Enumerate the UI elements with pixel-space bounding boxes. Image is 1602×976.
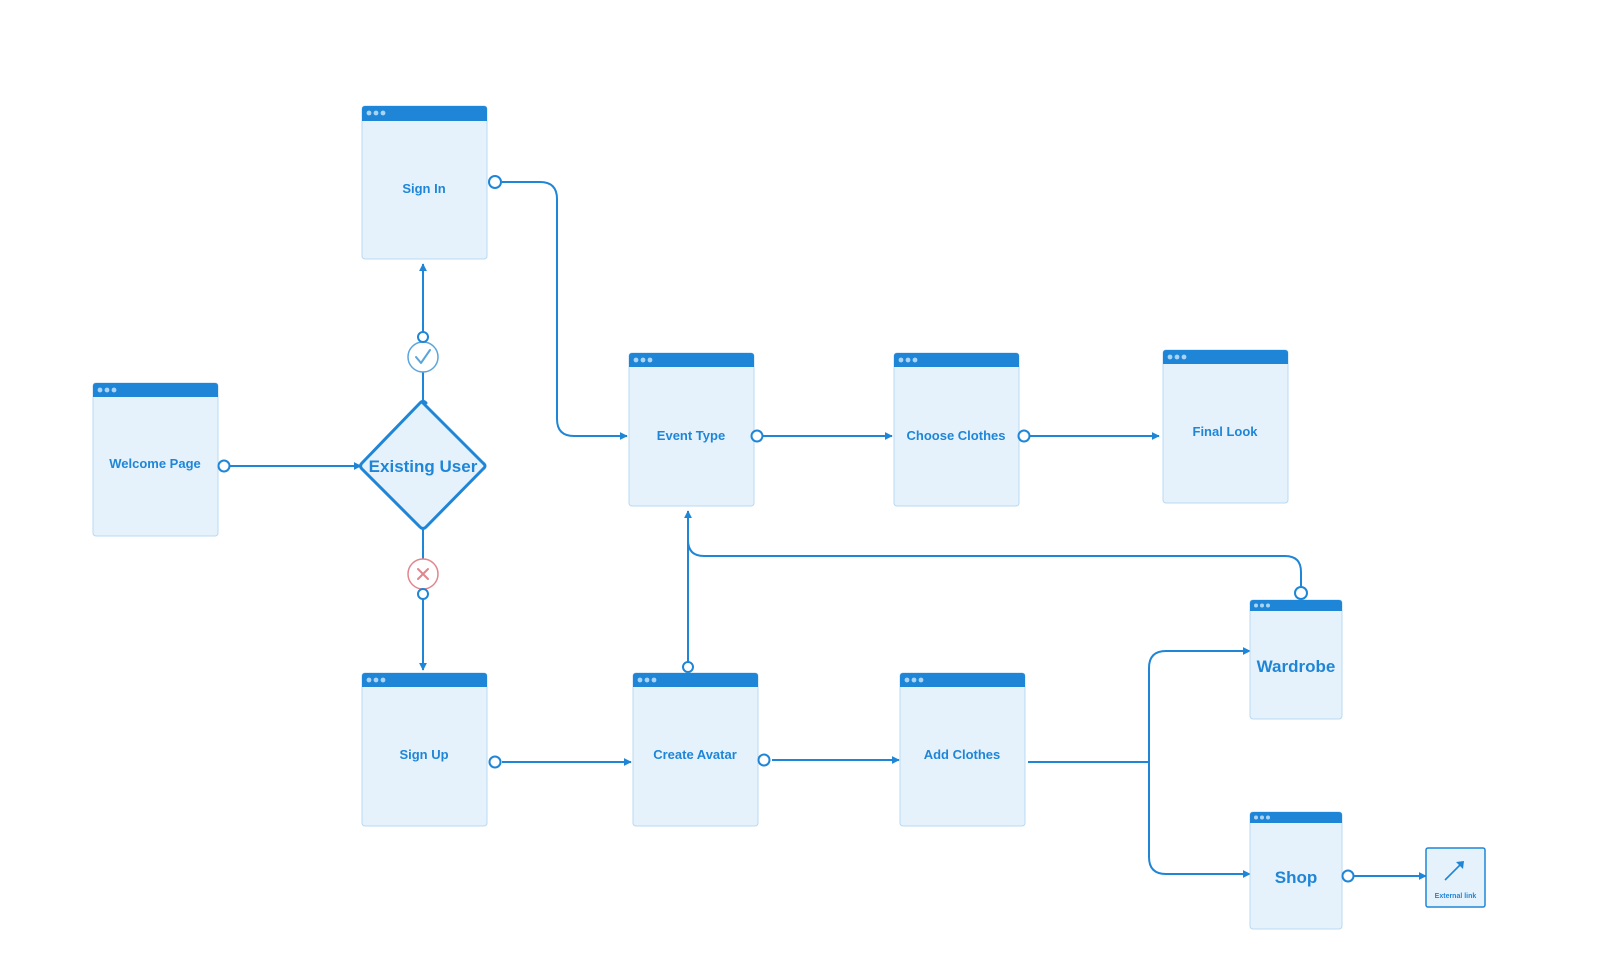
port-event-type-out[interactable] — [750, 429, 764, 443]
window-dot-icon — [104, 387, 110, 393]
node-label: Event Type — [657, 428, 725, 443]
node-label: Add Clothes — [924, 747, 1001, 762]
node-external-link[interactable]: External link — [1425, 847, 1486, 908]
window-dot-icon — [898, 357, 904, 363]
node-shop[interactable]: Shop — [1249, 811, 1343, 930]
node-label: Shop — [1275, 868, 1318, 887]
window-header — [900, 673, 1025, 687]
window-dot-icon — [373, 110, 379, 116]
node-label: Wardrobe — [1257, 657, 1336, 676]
connectors — [223, 181, 1427, 880]
node-choose-clothes[interactable]: Choose Clothes — [893, 352, 1020, 507]
window-header — [93, 383, 218, 397]
port-sign-up-out[interactable] — [488, 755, 502, 769]
window-dot-icon — [904, 677, 910, 683]
node-label: Create Avatar — [653, 747, 737, 762]
node-label: Sign In — [402, 181, 445, 196]
node-sign-in[interactable]: Sign In — [361, 105, 488, 260]
window-dot-icon — [380, 677, 386, 683]
port-choose-clothes-out[interactable] — [1017, 429, 1031, 443]
window-dot-icon — [380, 110, 386, 116]
window-dot-icon — [1266, 815, 1270, 820]
port-no-bottom[interactable] — [417, 588, 429, 600]
port-create-avatar-top[interactable] — [682, 661, 694, 673]
node-wardrobe[interactable]: Wardrobe — [1249, 599, 1343, 720]
window-header — [1250, 600, 1342, 611]
node-label: Final Look — [1193, 424, 1259, 439]
window-header — [633, 673, 758, 687]
window-dot-icon — [111, 387, 117, 393]
window-dot-icon — [366, 110, 372, 116]
window-dot-icon — [912, 357, 918, 363]
window-header — [629, 353, 754, 367]
node-event-type[interactable]: Event Type — [628, 352, 755, 507]
edge-fork-to-shop — [1148, 762, 1251, 878]
window-dot-icon — [1167, 354, 1173, 360]
decision-no-marker — [407, 558, 439, 590]
port-welcome-out[interactable] — [217, 459, 231, 473]
window-header — [1163, 350, 1288, 364]
window-dot-icon — [911, 677, 917, 683]
window-dot-icon — [97, 387, 103, 393]
window-dot-icon — [647, 357, 653, 363]
port-wardrobe-top[interactable] — [1294, 586, 1308, 600]
node-label: Sign Up — [399, 747, 448, 762]
node-final-look[interactable]: Final Look — [1162, 349, 1289, 504]
port-create-avatar-out[interactable] — [757, 753, 771, 767]
window-header — [362, 106, 487, 121]
decision-yes-marker — [407, 341, 439, 373]
window-dot-icon — [1174, 354, 1180, 360]
window-dot-icon — [905, 357, 911, 363]
window-header — [894, 353, 1019, 367]
edge-wardrobe-to-event-type — [687, 511, 1302, 587]
window-dot-icon — [640, 357, 646, 363]
window-dot-icon — [1260, 815, 1264, 820]
window-dot-icon — [366, 677, 372, 683]
window-dot-icon — [633, 357, 639, 363]
window-dot-icon — [1254, 815, 1258, 820]
port-sign-in-out[interactable] — [488, 175, 502, 189]
connector-ports — [217, 175, 1355, 883]
window-dot-icon — [1181, 354, 1187, 360]
node-sign-up[interactable]: Sign Up — [361, 672, 488, 827]
window-dot-icon — [918, 677, 924, 683]
window-dot-icon — [1266, 603, 1270, 608]
cross-icon — [417, 568, 429, 580]
node-add-clothes[interactable]: Add Clothes — [899, 672, 1026, 827]
window-header — [362, 673, 487, 687]
external-link-arrow-icon — [1444, 861, 1464, 881]
window-header — [1250, 812, 1342, 823]
node-label: External link — [1435, 893, 1477, 900]
port-yes-top[interactable] — [417, 331, 429, 343]
window-dot-icon — [373, 677, 379, 683]
port-shop-out[interactable] — [1341, 869, 1355, 883]
node-label: Existing User — [369, 457, 478, 476]
node-welcome-page[interactable]: Welcome Page — [92, 382, 219, 537]
edge-sign-in-to-event-type — [502, 181, 628, 440]
edge-fork-to-wardrobe — [1148, 647, 1251, 762]
window-dot-icon — [1254, 603, 1258, 608]
window-dot-icon — [651, 677, 657, 683]
node-label: Welcome Page — [109, 456, 201, 471]
node-existing-user[interactable]: Existing User — [359, 400, 487, 530]
window-dot-icon — [1260, 603, 1264, 608]
node-label: Choose Clothes — [907, 428, 1006, 443]
window-dot-icon — [644, 677, 650, 683]
node-create-avatar[interactable]: Create Avatar — [632, 672, 759, 827]
check-icon — [415, 349, 431, 364]
window-dot-icon — [637, 677, 643, 683]
